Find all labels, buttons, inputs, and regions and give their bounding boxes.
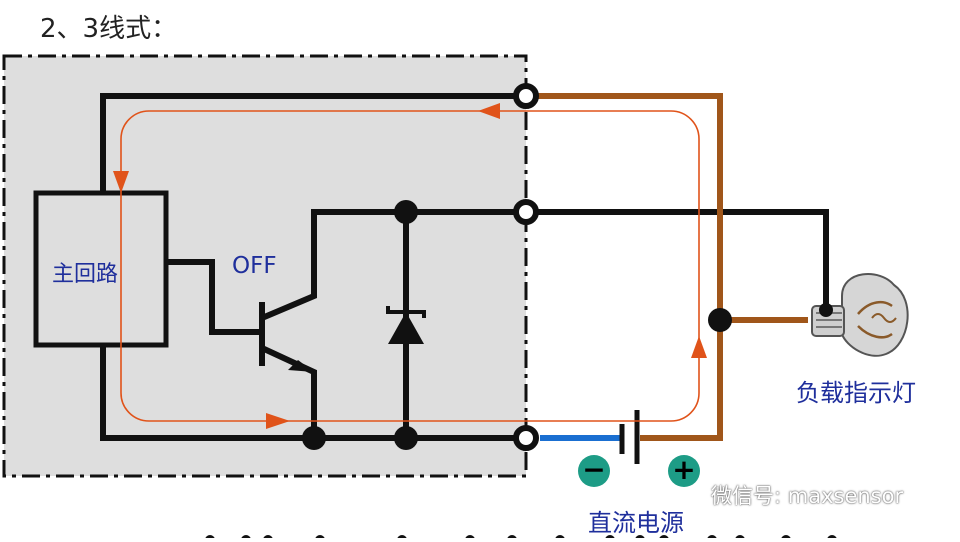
- battery-icon: [619, 410, 640, 464]
- negative-terminal-badge: −: [578, 455, 610, 487]
- main-circuit-box: [33, 190, 169, 348]
- base-wire: [166, 259, 262, 335]
- terminal-mid: [513, 199, 539, 225]
- terminals: [513, 83, 539, 451]
- current-arrows: [113, 103, 707, 429]
- wechat-icon: [683, 488, 704, 505]
- diode-icon: [386, 306, 426, 344]
- current-path: [120, 110, 700, 422]
- main-circuit-label: 主回路: [52, 262, 119, 287]
- arrow-up: [691, 336, 707, 358]
- lamp-return-wire: [526, 209, 829, 308]
- collector-wire: [260, 209, 526, 321]
- junction-dots: [302, 200, 732, 450]
- dc-source-label: 直流电源: [588, 509, 684, 537]
- lamp-icon: [811, 273, 909, 357]
- bottom-wire: [100, 345, 526, 441]
- brown-main: [526, 93, 723, 441]
- state-label: OFF: [232, 253, 277, 279]
- arrow-down: [113, 171, 129, 193]
- positive-terminal-badge: +: [668, 455, 700, 487]
- load-label: 负载指示灯: [796, 379, 916, 407]
- section-heading: 2、3线式：: [40, 14, 178, 44]
- terminal-bottom: [513, 425, 539, 451]
- terminal-top: [513, 83, 539, 109]
- brown-wires: [526, 93, 808, 441]
- arrow-left: [478, 103, 500, 119]
- watermark: 微信号: maxsensor: [683, 480, 903, 510]
- watermark-text: 微信号: maxsensor: [711, 484, 904, 508]
- transistor-icon: [288, 360, 314, 372]
- top-wire: [100, 93, 526, 193]
- arrow-right: [266, 413, 290, 429]
